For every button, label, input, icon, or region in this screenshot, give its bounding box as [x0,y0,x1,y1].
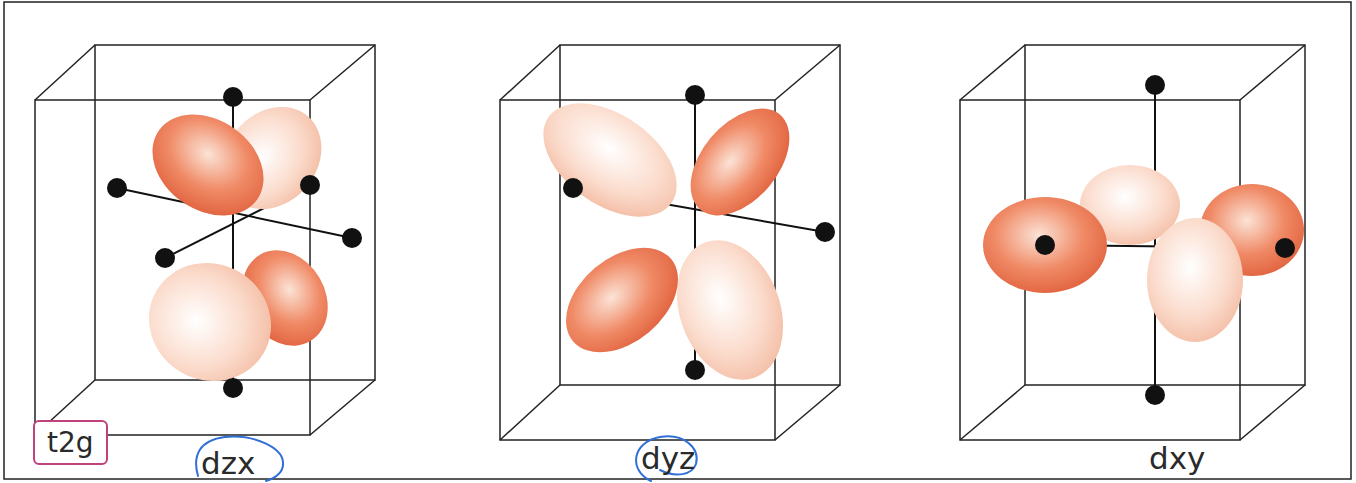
orbital-label: dxy [1149,441,1205,475]
group-label: t2g [47,426,94,459]
group-tag: t2g [33,420,108,465]
orbital-label: dyz [641,441,695,475]
orbital-label: dzx [201,446,255,480]
